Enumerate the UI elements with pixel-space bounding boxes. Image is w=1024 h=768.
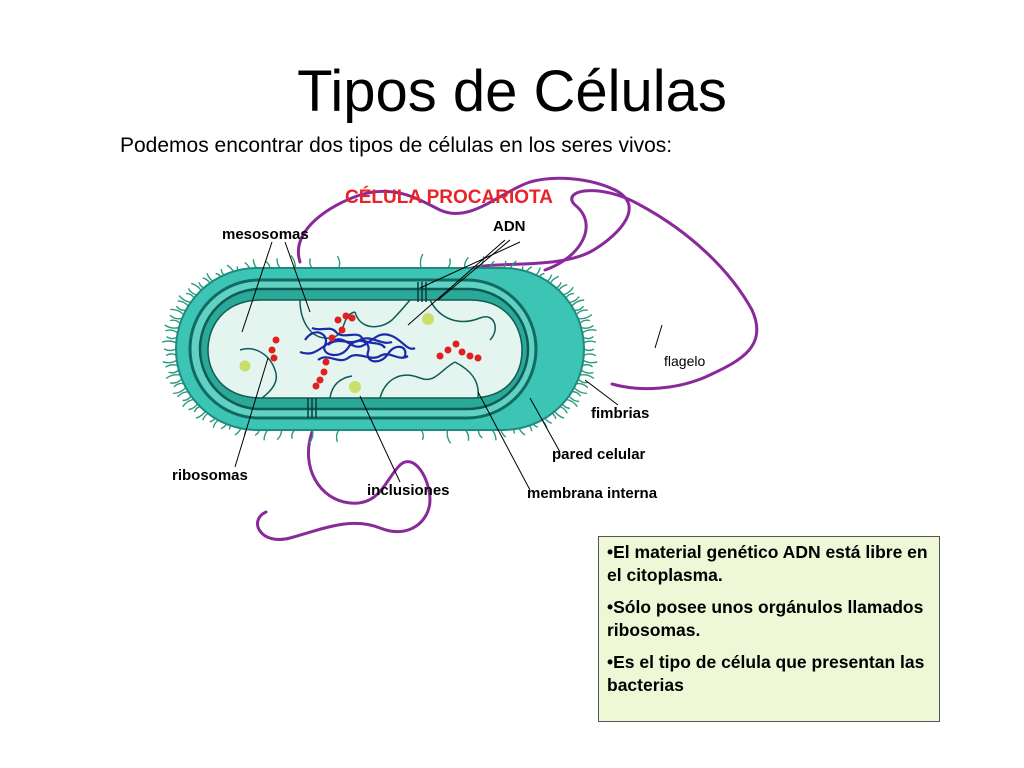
fimbria-strand [166,336,177,340]
label-pared-celular: pared celular [552,446,646,463]
fimbria-strand [583,353,597,357]
label-mesosomas: mesosomas [222,226,309,243]
fimbria-strand [175,305,186,312]
label-flagelo: flagelo [664,353,705,369]
fimbria-strand [582,363,593,368]
fimbria-strand [336,255,341,269]
fimbria-strand [168,369,179,374]
flagellum-top [296,176,631,272]
inclusions [239,313,434,393]
fimbria-strand [580,373,595,379]
fimbria-strand [420,429,425,441]
fimbria-strand [165,353,177,357]
fimbria-strand [576,382,589,389]
fimbria-strand [309,258,314,269]
slide-subtitle: Podemos encontrar dos tipos de células e… [120,134,673,157]
fimbria-strand [170,308,184,315]
fimbria-strand [165,329,178,334]
label-membrana-interna: membrana interna [527,485,658,502]
fimbria-strand [172,387,187,395]
fimbria-strand [578,313,593,320]
fimbria-strand [165,364,178,368]
label-ribosomas: ribosomas [172,467,248,484]
fimbria-strand [169,319,181,324]
info-bullet: •Sólo posee unos orgánulos llamados ribo… [607,597,924,640]
fimbria-strand [574,305,585,312]
fimbria-strand [573,387,588,395]
slide-title: Tipos de Células [297,59,727,124]
fimbria-strand [162,359,177,364]
dna [299,326,416,363]
fimbria-strand [583,340,597,344]
ribosomes [268,312,482,390]
fimbria-strand [173,382,184,388]
leader-lines [234,239,663,491]
fimbria-strand [571,391,582,397]
flagellum-bottom [256,430,432,541]
fimbria-strand [583,336,594,340]
diagram-heading: CÉLULA PROCARIOTA [345,186,553,208]
fimbria-strand [446,258,451,269]
label-fimbrias: fimbrias [591,405,649,422]
fimbria-strand [581,369,594,374]
fimbria-strand [446,429,452,444]
info-box: •El material genético ADN está libre en … [598,536,940,722]
info-bullet: •Es el tipo de célula que presentan las … [607,652,925,695]
fimbria-strand [464,428,470,441]
fimbria-strand [578,378,589,384]
flagellum-right [543,189,759,391]
fimbria-strand [169,314,182,320]
fimbria-strand [164,324,179,329]
fimbria-strand [571,299,585,307]
fimbria-strand [579,319,591,324]
flagella [256,176,759,541]
fimbria-strand [583,348,595,352]
info-bullet: •El material genético ADN está libre en … [607,542,928,585]
fimbria-strand [583,359,598,364]
fimbria-strand [161,340,177,344]
label-inclusiones: inclusiones [367,482,450,499]
cytoplasm [207,299,523,399]
fimbria-strand [581,324,594,329]
fimbria-strand [163,348,177,352]
fimbria-strand [165,373,180,379]
fimbria-strand [419,253,424,269]
fimbria-strand [169,378,182,384]
fimbria-strand [576,309,588,315]
fimbria-strand [582,329,597,334]
label-adn: ADN [493,218,526,235]
fimbria-strand [335,429,340,443]
